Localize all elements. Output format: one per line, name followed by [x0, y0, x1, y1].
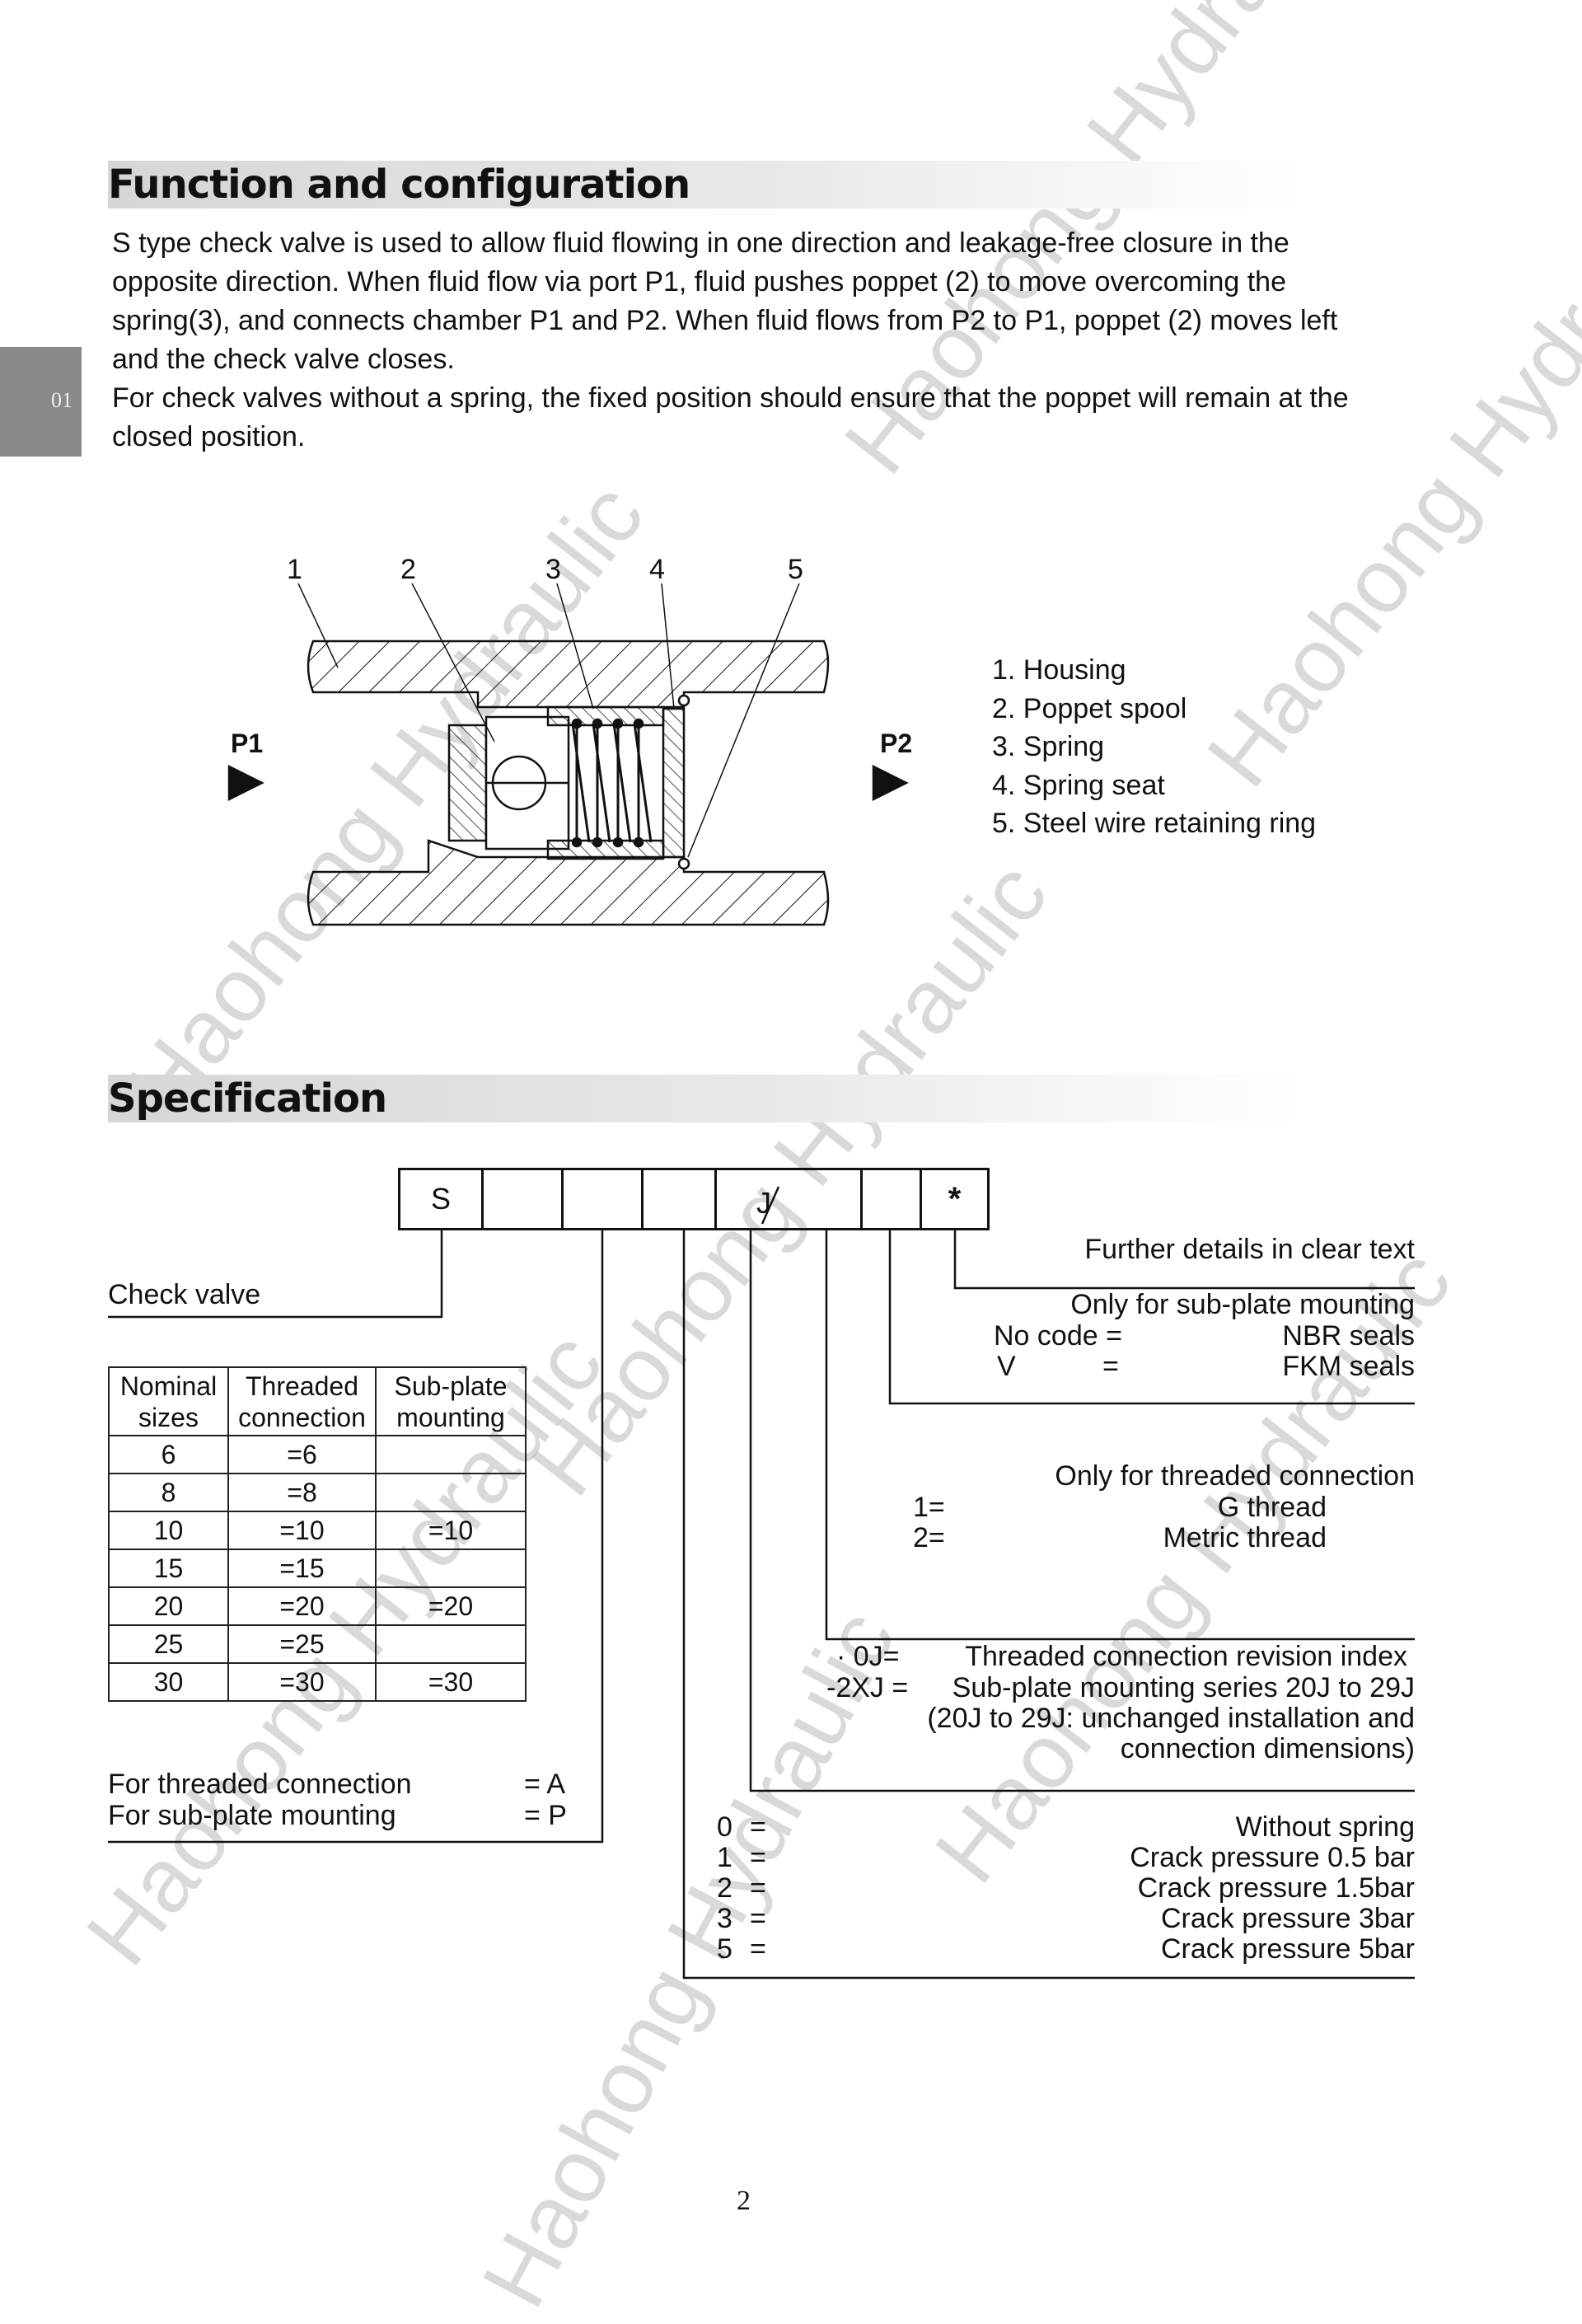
port-p1-label: P1 [231, 729, 264, 758]
thread-title: Only for threaded connection [1055, 1460, 1415, 1492]
legend-item: 2. Poppet spool [992, 692, 1187, 724]
table-row: 8=8 [108, 1473, 527, 1512]
legend-item: 4. Spring seat [992, 769, 1165, 801]
paragraph-line: S type check valve is used to allow flui… [112, 227, 1289, 259]
callout-2: 2 [400, 554, 416, 585]
legend-item: 1. Housing [992, 654, 1126, 686]
paragraph-line: spring(3), and connects chamber P1 and P… [112, 305, 1338, 336]
revision-note: connection dimensions) [1120, 1733, 1415, 1764]
parts-legend: 1. Housing 2. Poppet spool 3. Spring 4. … [992, 651, 1316, 843]
revision-value: Sub-plate mounting series 20J to 29J [952, 1672, 1415, 1703]
connection-subplate-code: = P [524, 1800, 567, 1831]
port-p2-label: P2 [880, 729, 913, 758]
poppet-spool [447, 724, 488, 842]
paragraph-line: For check valves without a spring, the f… [112, 382, 1349, 414]
valve-cross-section-diagram [227, 583, 909, 926]
housing-upper [307, 640, 830, 709]
connection-threaded-code: = A [524, 1769, 566, 1800]
spring [571, 723, 653, 843]
legend-item: 5. Steel wire retaining ring [992, 808, 1317, 839]
chapter-number: 01 [51, 388, 73, 412]
table-row: 25=25 [108, 1624, 527, 1664]
revision-code: · 0J= [836, 1641, 900, 1672]
thread-value: Metric thread [1163, 1522, 1327, 1553]
table-row: 30=30=30 [108, 1662, 527, 1702]
check-valve-label: Check valve [108, 1279, 261, 1310]
paragraph-line: closed position. [112, 421, 306, 452]
seal-value: NBR seals [1282, 1320, 1415, 1352]
revision-code: -2XJ = [826, 1672, 909, 1703]
seal-code: V [997, 1351, 1016, 1382]
connection-threaded-label: For threaded connection [108, 1769, 412, 1800]
callout-5: 5 [788, 554, 803, 585]
table-row: 6=6 [108, 1435, 527, 1474]
chapter-tab: 01 [0, 347, 82, 457]
section-title: Function and configuration [108, 162, 690, 208]
callout-1: 1 [287, 554, 302, 585]
port-p2-arrow [872, 764, 909, 802]
connection-subplate-label: For sub-plate mounting [108, 1800, 396, 1831]
spring-eq: ===== [750, 1811, 766, 1965]
page-number: 2 [737, 2186, 751, 2216]
section-header-specification: Specification [108, 1075, 1303, 1122]
description-paragraph: S type check valve is used to allow flui… [112, 224, 1349, 457]
port-p1-arrow [227, 764, 264, 802]
paragraph-line: opposite direction. When fluid flow via … [112, 266, 1286, 298]
further-details-label: Further details in clear text [1084, 1234, 1415, 1265]
legend-item: 3. Spring [992, 731, 1105, 762]
spring-seat [662, 707, 686, 859]
table-row: 20=20=20 [108, 1586, 527, 1626]
section-header-function: Function and configuration [108, 161, 1303, 209]
table-row: 10=10=10 [108, 1511, 527, 1550]
paragraph-line: and the check valve closes. [112, 344, 455, 375]
seal-value: FKM seals [1282, 1351, 1415, 1382]
callout-3: 3 [545, 554, 561, 585]
table-row: 15=15 [108, 1549, 527, 1588]
revision-value: Threaded connection revision index [965, 1641, 1407, 1672]
retaining-ring [677, 694, 690, 707]
thread-code: 2= [913, 1522, 945, 1553]
seals-title: Only for sub-plate mounting [1070, 1289, 1415, 1320]
thread-value: G thread [1217, 1492, 1327, 1523]
thread-code: 1= [913, 1492, 945, 1523]
seal-eq: = [1102, 1351, 1119, 1382]
callout-4: 4 [649, 554, 665, 585]
seal-code: No code = [994, 1320, 1122, 1352]
revision-note: (20J to 29J: unchanged installation and [927, 1703, 1415, 1734]
code-box-details: * [920, 1168, 990, 1230]
section-title: Specification [108, 1075, 387, 1122]
